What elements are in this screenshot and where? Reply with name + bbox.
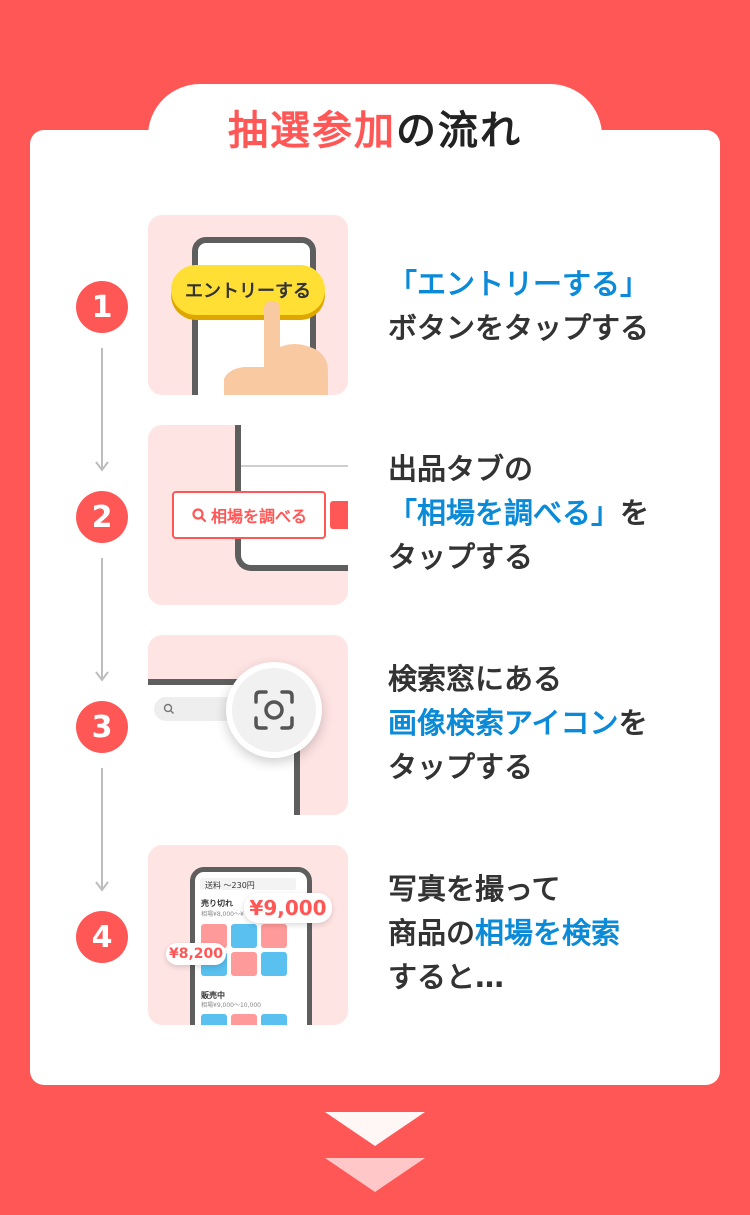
step-connector — [101, 348, 103, 470]
price-tag-large: ¥9,000 — [244, 893, 332, 923]
highlight-text: 相場を検索 — [475, 916, 621, 950]
price-tag-small: ¥8,200 — [166, 943, 226, 965]
step-text-line: 「エントリーする」 — [388, 262, 708, 306]
product-thumb — [261, 952, 287, 976]
step-text-line: すると… — [388, 955, 708, 999]
step-4-illustration: 送料 〜230円 売り切れ 相場¥8,000〜¥ 販売中 相場¥9,000〜10… — [148, 845, 348, 1025]
step-text-line: ボタンをタップする — [388, 306, 708, 350]
step-2-illustration: 相場を調べる — [148, 425, 348, 605]
on-sale-label: 販売中 — [201, 991, 225, 1000]
step-text-line: 「相場を調べる」を — [388, 491, 708, 535]
search-icon — [192, 508, 207, 523]
scroll-down-icon — [325, 1112, 425, 1192]
entry-button: エントリーする — [171, 265, 325, 315]
step-3-number: 3 — [76, 701, 128, 753]
red-tab — [330, 501, 348, 529]
step-text-line: 商品の相場を検索 — [388, 911, 708, 955]
step-3-text: 検索窓にある画像検索アイコンをタップする — [388, 657, 708, 789]
search-icon — [163, 703, 174, 714]
shipping-bar — [200, 878, 296, 890]
step-3-illustration — [148, 635, 348, 815]
shipping-text: 送料 〜230円 — [205, 881, 255, 890]
text-segment: 出品タブの — [388, 452, 534, 486]
divider — [241, 465, 348, 467]
step-text-line: タップする — [388, 745, 708, 789]
product-thumb — [231, 924, 257, 948]
text-segment: を — [620, 496, 650, 530]
text-segment: を — [618, 706, 648, 740]
arrow-down-icon — [95, 461, 109, 472]
text-segment: 写真を撮って — [388, 872, 561, 906]
sold-range: 相場¥8,000〜¥ — [201, 911, 244, 918]
text-segment: 検索窓にある — [388, 662, 563, 696]
text-segment: ボタンをタップする — [388, 311, 650, 345]
market-price-button: 相場を調べる — [172, 491, 326, 539]
arrow-down-icon — [95, 671, 109, 682]
product-thumb — [231, 1014, 257, 1025]
step-connector — [101, 558, 103, 680]
step-1-text: 「エントリーする」ボタンをタップする — [388, 262, 708, 350]
product-thumb — [261, 1014, 287, 1025]
product-thumb — [231, 952, 257, 976]
step-2-number: 2 — [76, 491, 128, 543]
step-1-number: 1 — [76, 281, 128, 333]
image-search-icon — [254, 690, 294, 730]
step-text-line: 検索窓にある — [388, 657, 708, 701]
market-price-label: 相場を調べる — [210, 507, 307, 526]
text-segment: タップする — [388, 540, 534, 574]
image-search-highlight — [226, 662, 322, 758]
step-1-illustration: エントリーする — [148, 215, 348, 395]
text-segment: 商品の — [388, 916, 476, 950]
title-accent: 抽選参加 — [228, 108, 396, 154]
product-thumb — [201, 1014, 227, 1025]
title-rest: の流れ — [396, 108, 522, 154]
on-sale-range: 相場¥9,000〜10,000 — [201, 1002, 261, 1009]
step-text-line: タップする — [388, 535, 708, 579]
step-4-number: 4 — [76, 911, 128, 963]
arrow-down-icon — [95, 881, 109, 892]
page-title: 抽選参加の流れ — [0, 98, 750, 156]
step-4-text: 写真を撮って商品の相場を検索すると… — [388, 867, 708, 999]
highlight-text: 「エントリーする」 — [388, 267, 650, 301]
hand-pointer-icon — [224, 301, 328, 395]
step-connector — [101, 768, 103, 890]
sold-label: 売り切れ — [201, 899, 233, 908]
flow-card — [30, 130, 720, 1085]
text-segment: タップする — [388, 750, 534, 784]
step-2-text: 出品タブの「相場を調べる」をタップする — [388, 447, 708, 579]
highlight-text: 画像検索アイコン — [388, 706, 619, 740]
step-text-line: 画像検索アイコンを — [388, 701, 708, 745]
product-thumb — [261, 924, 287, 948]
text-segment: すると… — [388, 960, 505, 994]
on-sale-grid — [201, 1014, 287, 1025]
step-text-line: 写真を撮って — [388, 867, 708, 911]
step-text-line: 出品タブの — [388, 447, 708, 491]
highlight-text: 「相場を調べる」 — [388, 496, 621, 530]
